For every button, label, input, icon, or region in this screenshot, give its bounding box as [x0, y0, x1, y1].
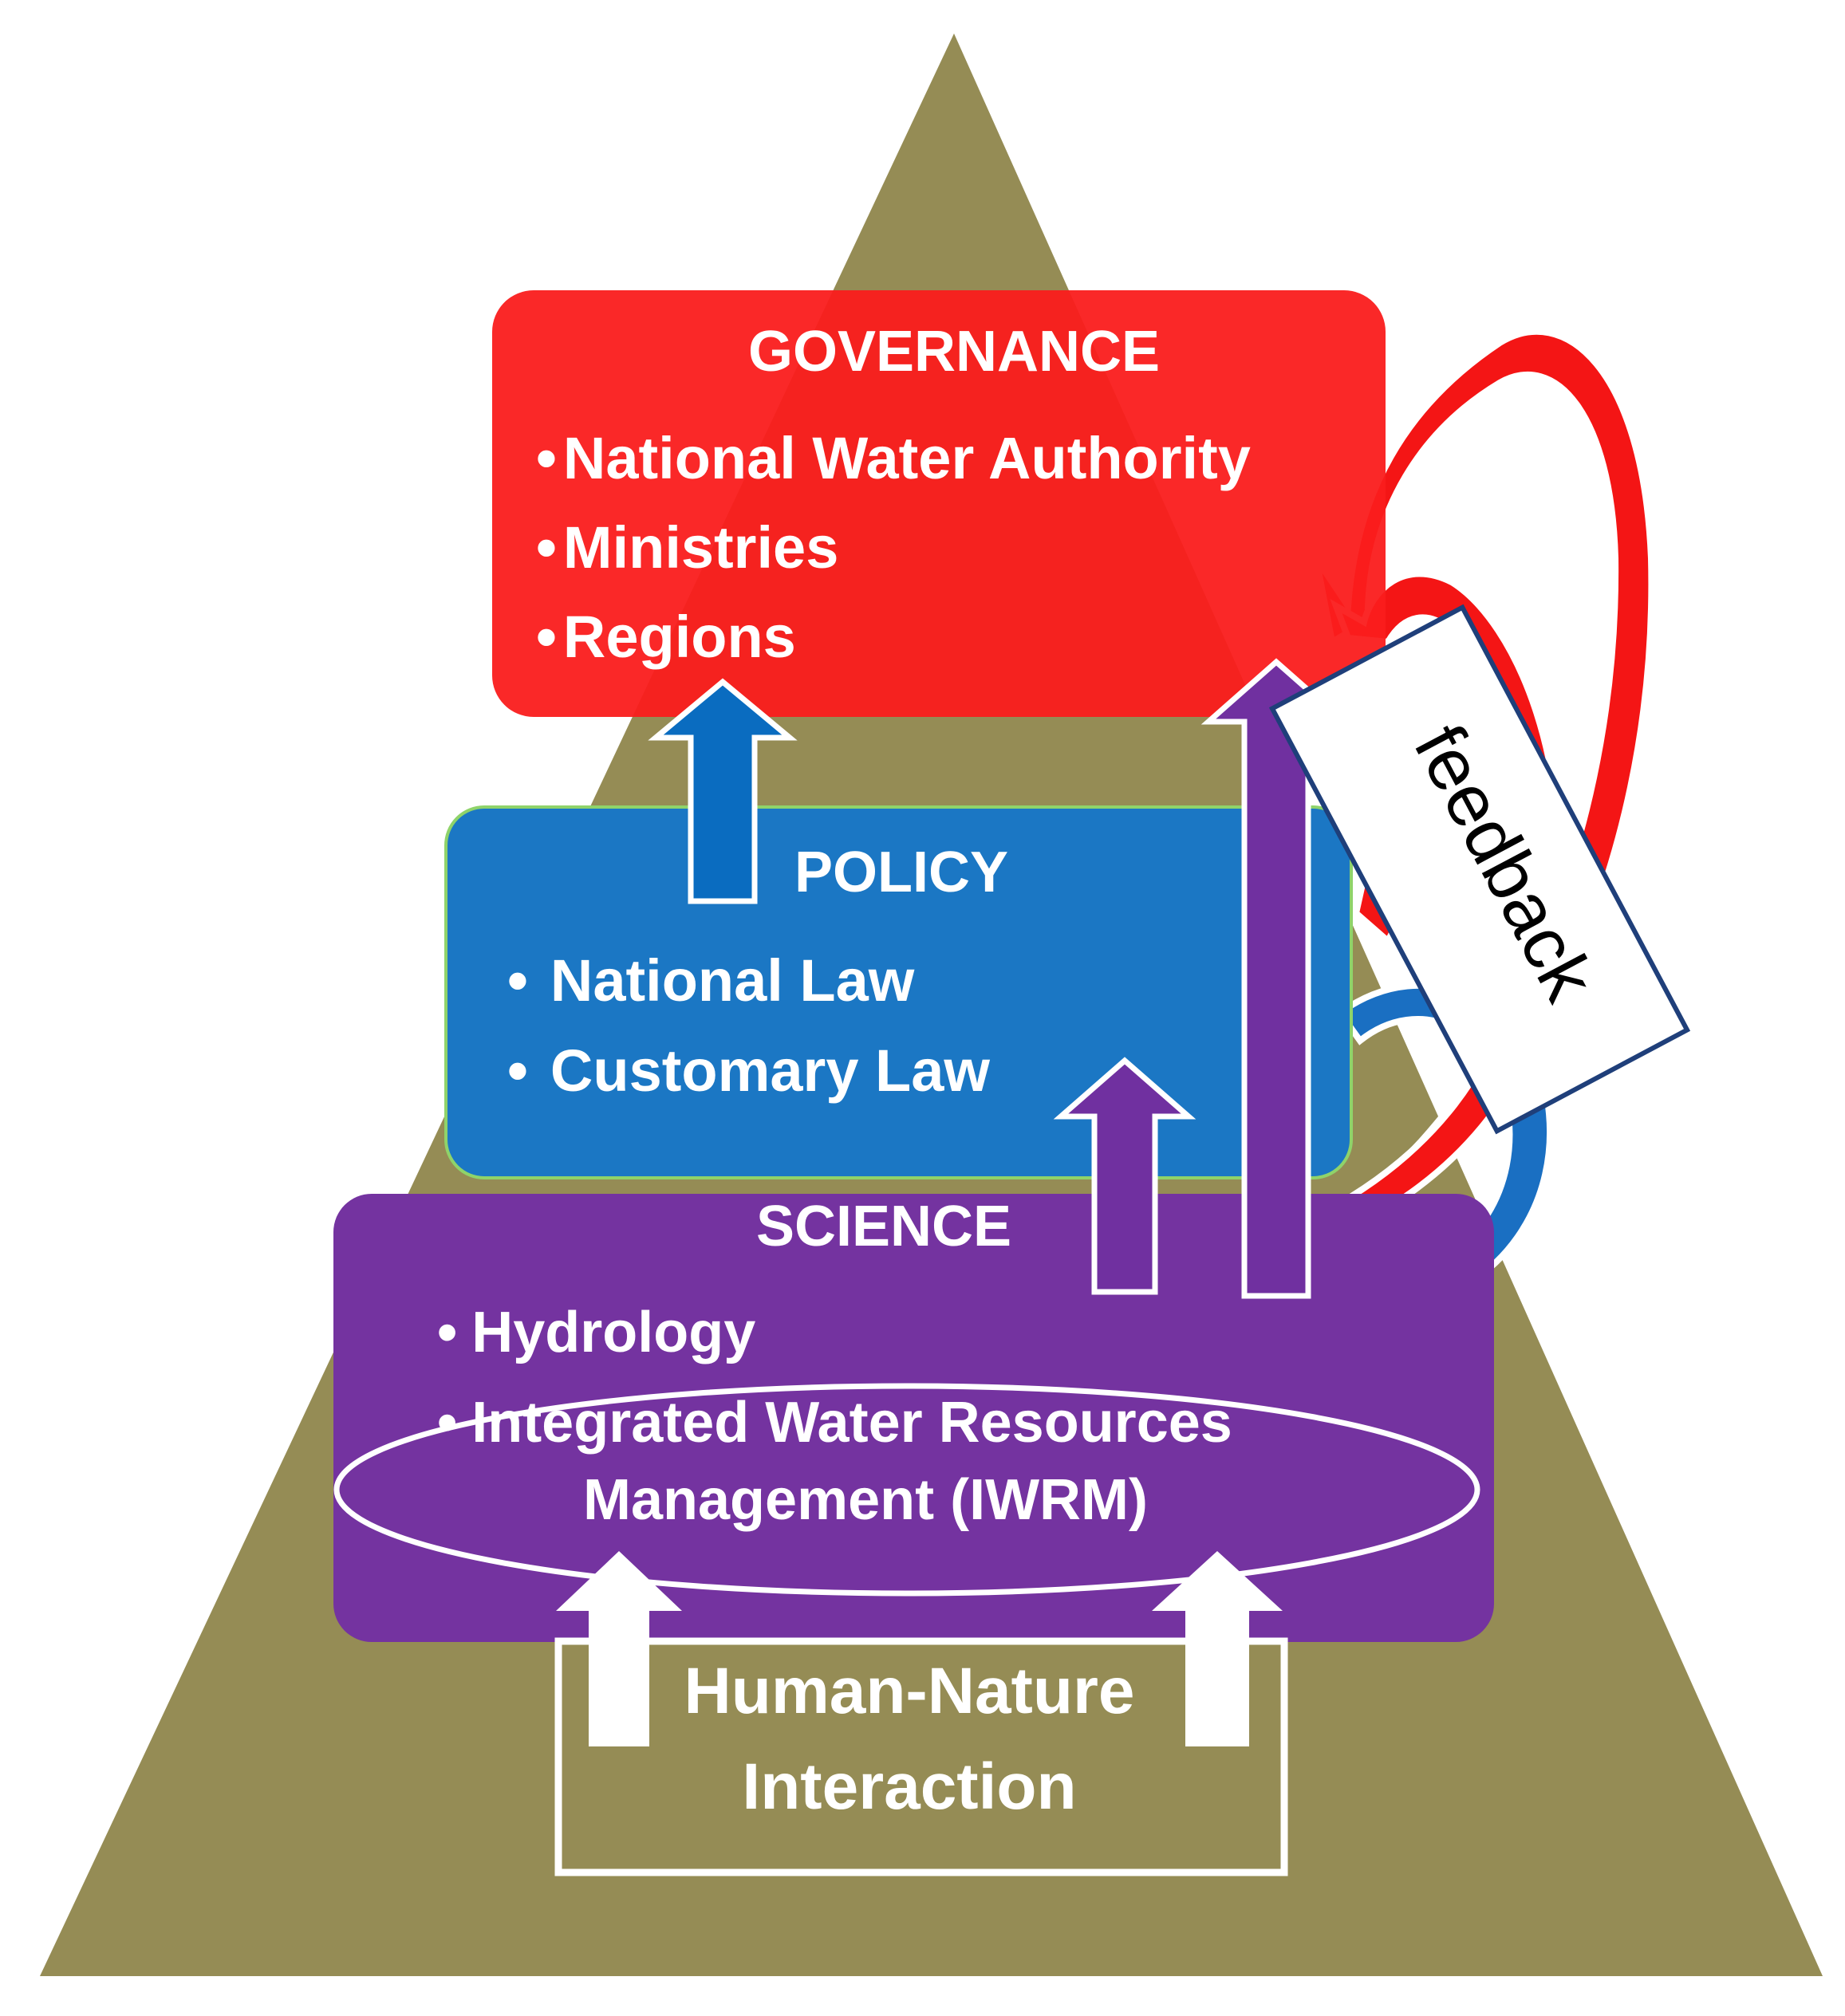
svg-text:•Integrated Water Resources: •Integrated Water Resources: [437, 1391, 1232, 1455]
policy-title: POLICY: [794, 841, 1008, 904]
governance-box: [492, 290, 1386, 717]
bullet: •: [437, 1391, 457, 1455]
base-left-up-arrow: [556, 1551, 682, 1746]
governance-title: GOVERNANCE: [748, 320, 1160, 384]
svg-text:•Hydrology: •Hydrology: [437, 1301, 755, 1364]
svg-text:•National Water Authority: •National Water Authority: [536, 425, 1251, 491]
human-nature-line2: Interaction: [742, 1750, 1076, 1823]
iwrm-ellipse: [333, 1383, 1480, 1597]
governance-item: National Water Authority: [563, 425, 1251, 491]
science-item: Hydrology: [471, 1301, 755, 1364]
bullet: •: [507, 1038, 528, 1104]
governance-list: •National Water Authority •Ministries •R…: [536, 425, 1251, 670]
science-to-policy-arrow: [1053, 1057, 1196, 1295]
svg-text:•National Law: • National Law: [507, 947, 915, 1014]
bullet: •: [536, 425, 557, 491]
policy-to-governance-arrow: [648, 678, 798, 904]
science-box: [333, 1194, 1494, 1642]
science-item-continued: Management (IWRM): [583, 1468, 1148, 1532]
feedback-label-frame: [1268, 604, 1691, 1135]
human-nature-box: [554, 1637, 1288, 1876]
human-nature-line1: Human-Nature: [684, 1655, 1135, 1727]
governance-item: Regions: [563, 604, 796, 670]
svg-text:•Regions: •Regions: [536, 604, 796, 670]
bullet: •: [536, 514, 557, 581]
policy-list: • National Law • Customary Law: [507, 947, 990, 1104]
policy-item: National Law: [550, 947, 915, 1014]
bullet: •: [507, 947, 528, 1014]
svg-text:•Ministries: •Ministries: [536, 514, 838, 581]
science-title: SCIENCE: [756, 1195, 1011, 1258]
bullet: •: [437, 1301, 457, 1364]
science-list: •Hydrology •Integrated Water Resources M…: [437, 1301, 1232, 1532]
policy-item: Customary Law: [550, 1038, 990, 1104]
upward-arrows: [556, 658, 1352, 1746]
base-right-up-arrow: [1152, 1551, 1283, 1746]
governance-item: Ministries: [563, 514, 838, 581]
feedback-label-box: [1268, 604, 1691, 1135]
bullet: •: [536, 604, 557, 670]
science-item: Integrated Water Resources: [471, 1391, 1232, 1455]
svg-text:•Customary Law: • Customary Law: [507, 1038, 990, 1104]
